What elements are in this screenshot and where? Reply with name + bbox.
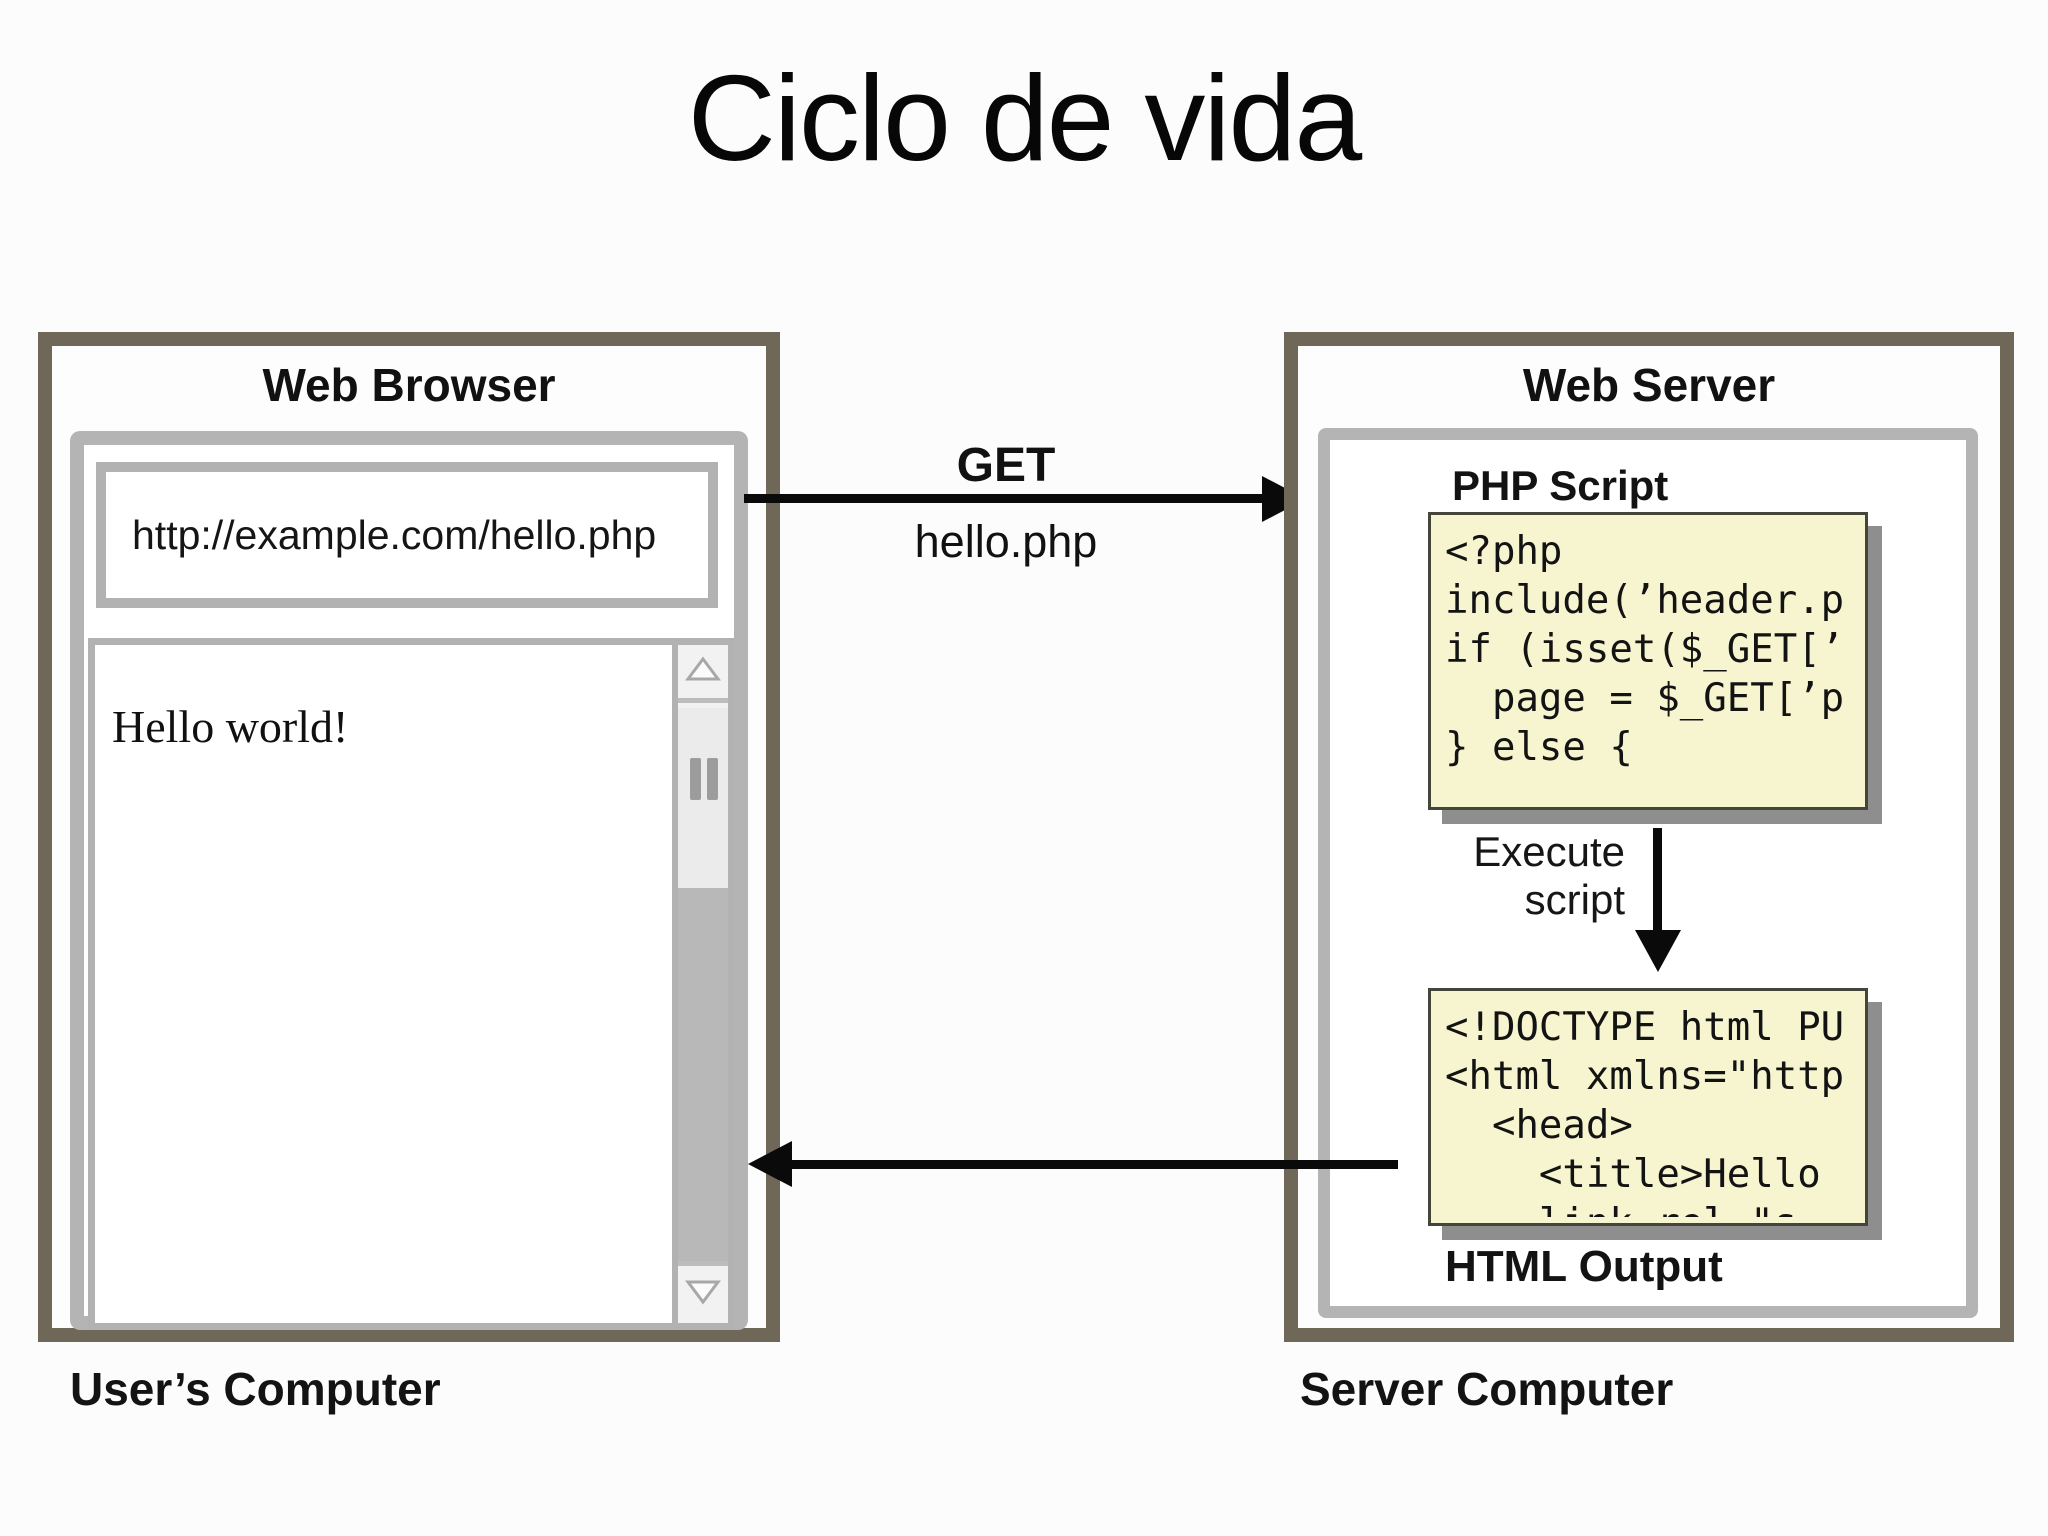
scroll-track[interactable] (678, 888, 728, 1261)
code-line: <html xmlns="http (1445, 1054, 1845, 1099)
code-line: <!DOCTYPE html PU (1445, 1005, 1845, 1050)
execute-script-label: Execute script (1380, 828, 1625, 924)
get-label: GET (956, 439, 1056, 492)
html-output-code-box: <!DOCTYPE html PU <html xmlns="http <hea… (1428, 988, 1868, 1226)
thumb-grip-icon (707, 758, 718, 800)
php-script-code-box: <?php include(’header.p if (isset($_GET[… (1428, 512, 1868, 810)
code-line: <?php (1445, 529, 1563, 574)
browser-page-text: Hello world! (112, 701, 349, 752)
code-line: } else { (1445, 725, 1633, 770)
code-line: if (isset($_GET[’ (1445, 627, 1845, 672)
html-output-label: HTML Output (1445, 1242, 1723, 1291)
execute-label-line1: Execute (1473, 828, 1625, 875)
scroll-down-button[interactable] (678, 1261, 728, 1323)
browser-content-pane (88, 638, 734, 1330)
triangle-up-icon (685, 656, 721, 687)
response-arrowhead-icon (748, 1141, 792, 1187)
code-line: <title>Hello (1445, 1152, 1821, 1197)
get-arrow-line (744, 494, 1268, 503)
code-line: <head> (1445, 1103, 1633, 1148)
code-line: include(’header.p (1445, 578, 1845, 623)
scroll-up-button[interactable] (678, 645, 728, 703)
url-field[interactable]: http://example.com/hello.php (96, 462, 718, 608)
response-arrow-line (788, 1160, 1398, 1169)
triangle-down-icon (685, 1279, 721, 1310)
php-script-label: PHP Script (1452, 462, 1669, 509)
get-sublabel: hello.php (914, 516, 1098, 567)
web-browser-title: Web Browser (262, 359, 556, 411)
scrollbar[interactable] (672, 645, 728, 1323)
scroll-thumb[interactable] (678, 708, 728, 888)
server-computer-caption: Server Computer (1300, 1363, 1674, 1415)
code-line-clipped: link rel="s (1445, 1199, 1865, 1217)
url-text: http://example.com/hello.php (132, 511, 657, 558)
thumb-grip-icon (690, 758, 701, 800)
code-line: page = $_GET[’p (1445, 676, 1845, 721)
users-computer-caption: User’s Computer (70, 1363, 441, 1415)
web-server-title: Web Server (1522, 359, 1776, 411)
execute-arrow-line (1653, 828, 1662, 934)
execute-label-line2: script (1524, 876, 1625, 923)
page-title: Ciclo de vida (687, 50, 1362, 186)
execute-arrowhead-icon (1635, 930, 1681, 972)
